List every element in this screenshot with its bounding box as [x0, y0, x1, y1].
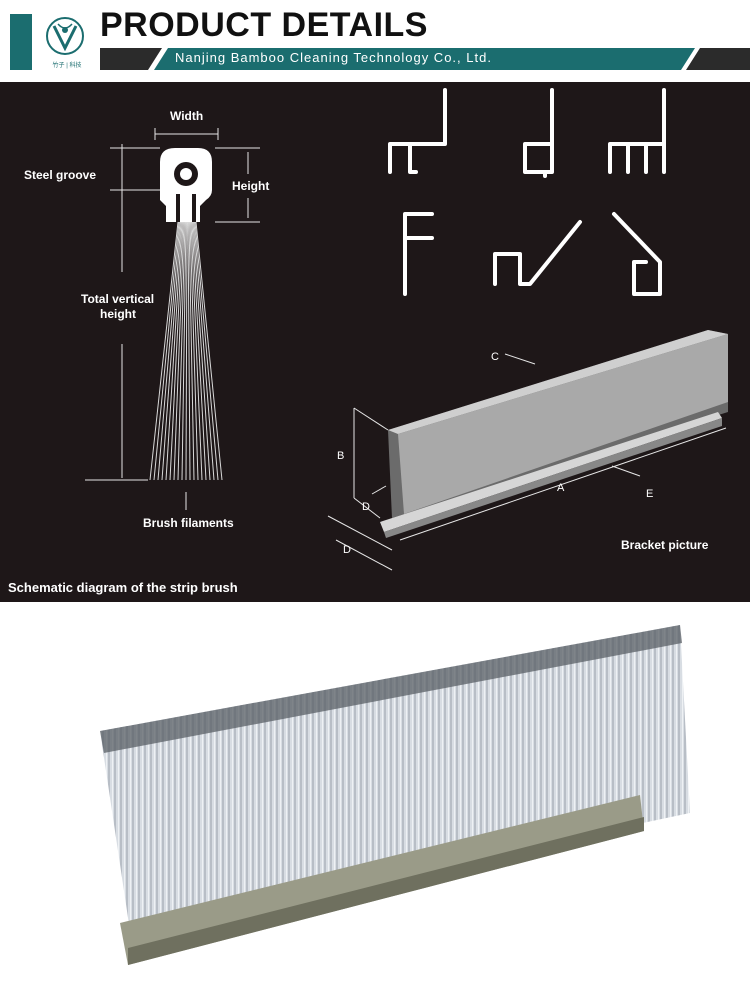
label-brush-filaments: Brush filaments [143, 516, 234, 530]
label-steel-groove: Steel groove [24, 168, 97, 182]
company-banner [100, 48, 750, 70]
accent-block [10, 14, 32, 70]
diagram-caption: Schematic diagram of the strip brush [8, 580, 238, 595]
schematic-diagram: Width Steel groove Height Total vertical… [0, 82, 750, 602]
dim-letter-c: C [491, 351, 499, 363]
dim-letter-a: A [557, 482, 565, 494]
brush-holder [160, 148, 212, 222]
bracket-profiles [388, 88, 666, 296]
brush-filaments-lines [149, 221, 223, 481]
label-total-height: height [100, 307, 136, 321]
strip-brush-dimensions [327, 353, 727, 571]
dimension-lines [85, 128, 260, 510]
logo-text: 竹子 | 科技 [52, 63, 82, 69]
bamboo-logo-icon [46, 17, 84, 55]
label-total-vertical: Total vertical [81, 292, 155, 306]
dim-letter-d1: D [362, 501, 370, 513]
schematic-drawing [85, 88, 728, 571]
strip-brush-photo [100, 625, 690, 965]
dim-letter-b: B [337, 450, 345, 462]
dim-letter-e: E [646, 488, 654, 500]
label-bracket-picture: Bracket picture [621, 538, 709, 552]
page-title: PRODUCT DETAILS [100, 6, 428, 44]
page-header: 竹子 | 科技 PRODUCT DETAILS Nanjing Bamboo C… [0, 0, 750, 80]
dim-letter-d2: D [343, 544, 351, 556]
label-height: Height [232, 179, 270, 193]
product-photo [0, 603, 750, 987]
strip-brush-3d [380, 330, 728, 538]
label-width: Width [170, 109, 204, 123]
company-name: Nanjing Bamboo Cleaning Technology Co., … [175, 50, 492, 65]
